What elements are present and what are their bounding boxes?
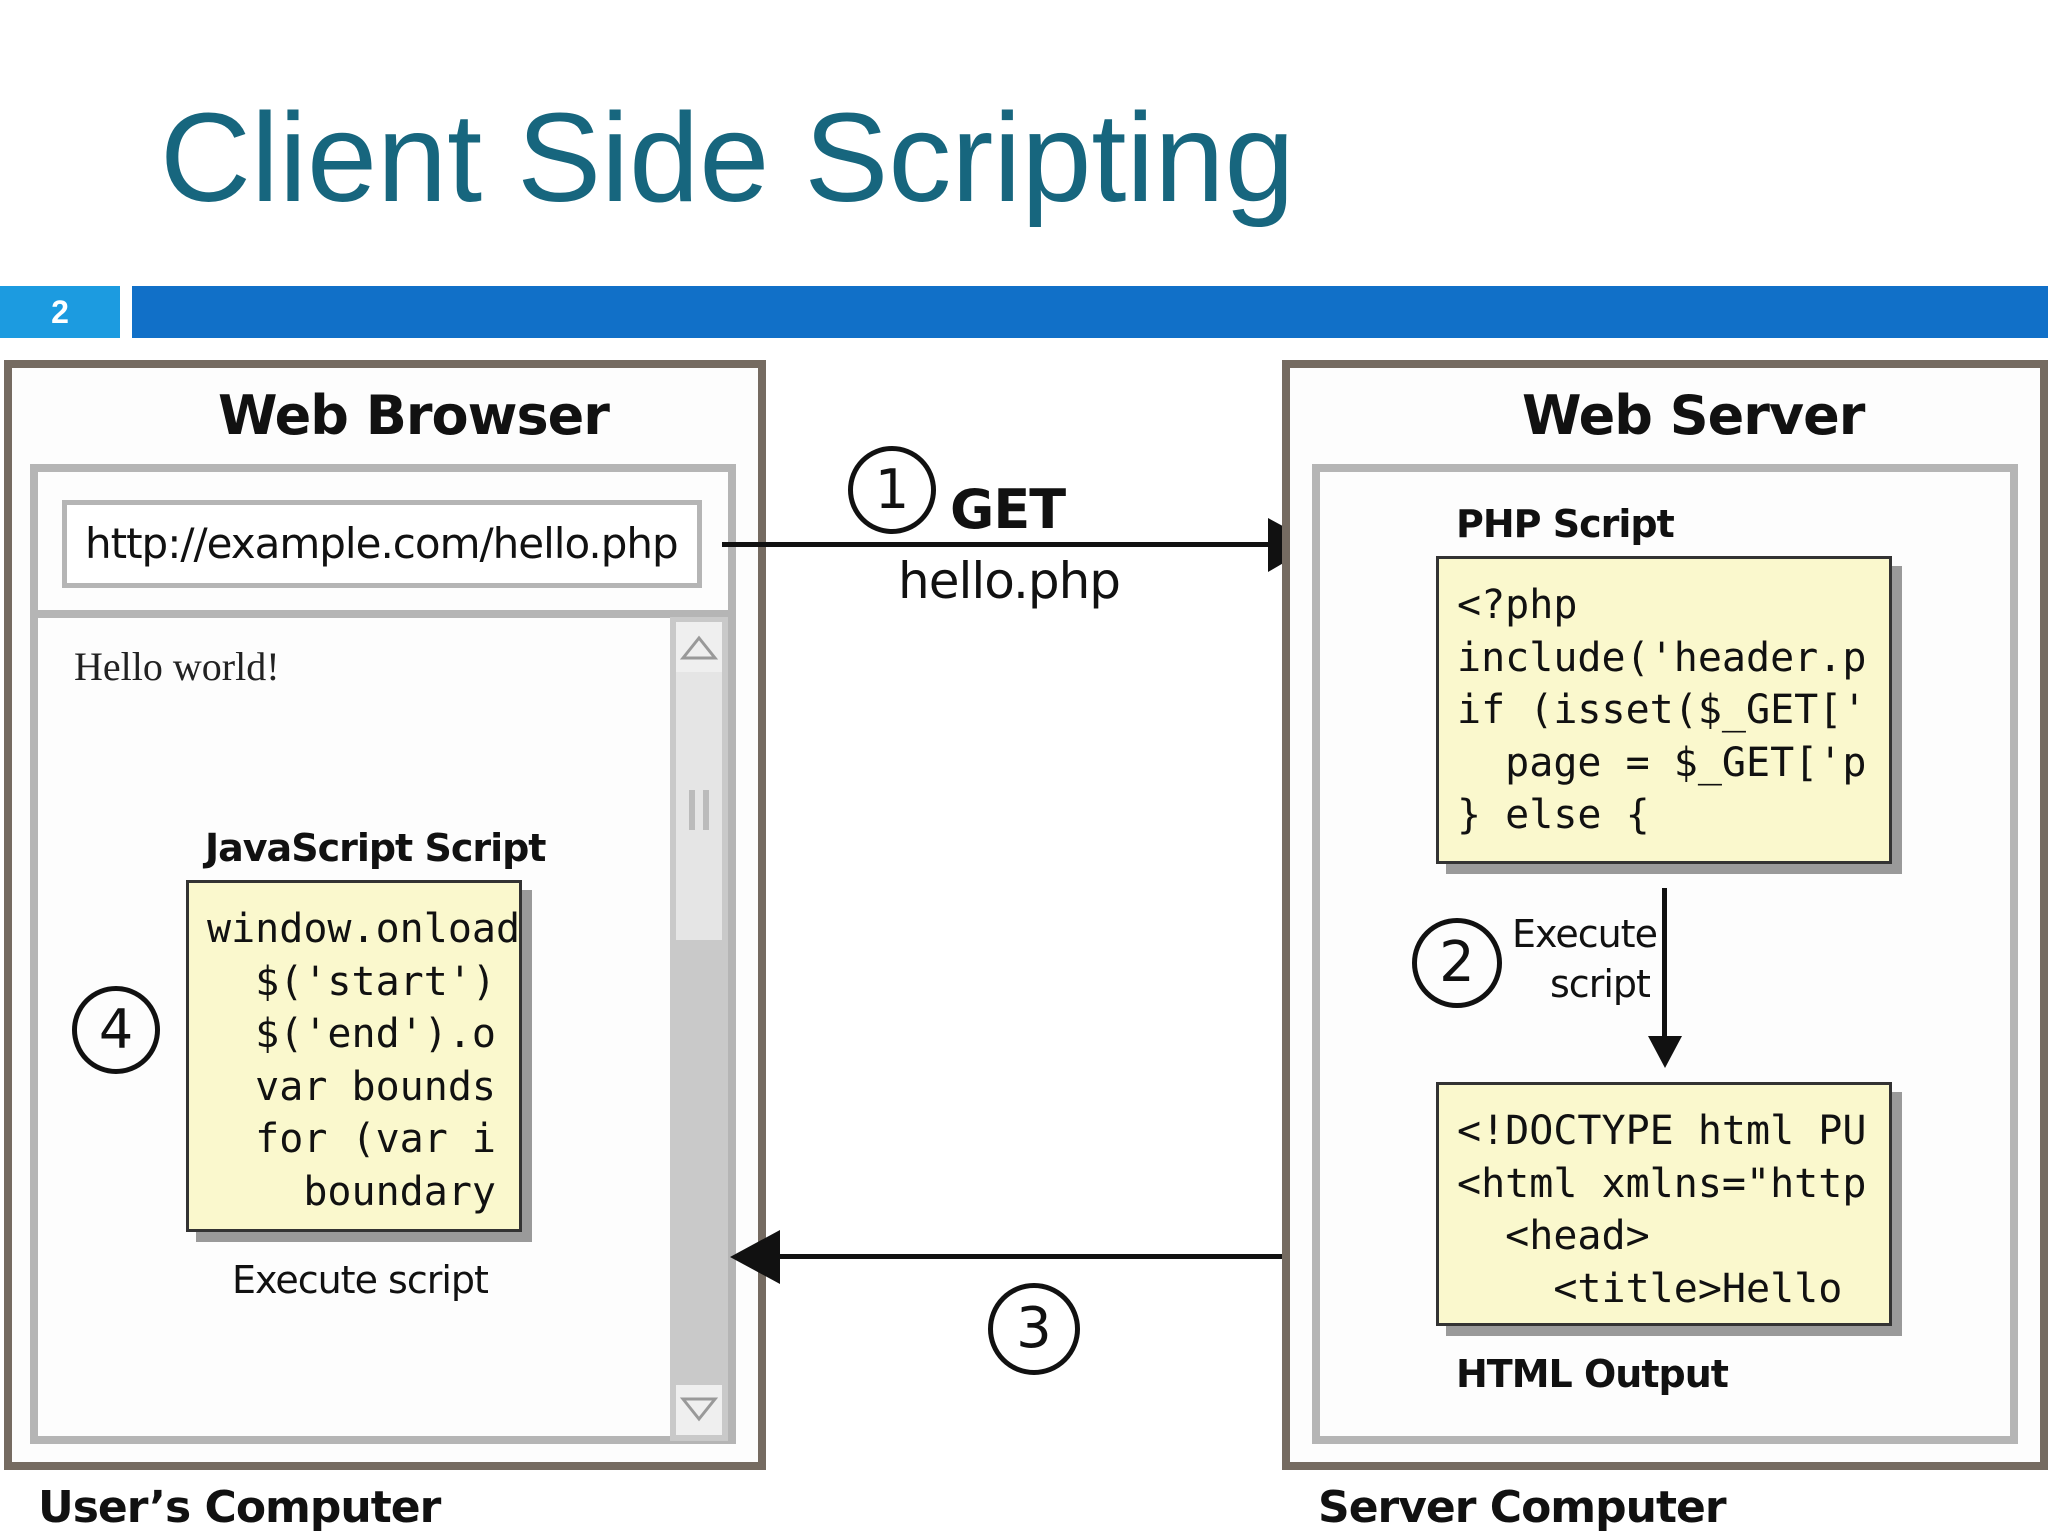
code-line: $('start') <box>207 958 496 1005</box>
step-4-circle: 4 <box>72 986 160 1074</box>
get-label: GET <box>950 478 1066 541</box>
address-bar[interactable]: http://example.com/hello.php <box>62 500 702 588</box>
execute-arrow-line <box>1662 888 1667 1048</box>
php-script-label: PHP Script <box>1456 502 1675 546</box>
code-line: <!DOCTYPE html PU <box>1457 1108 1867 1154</box>
code-line: <head> <box>1457 1213 1650 1259</box>
scroll-up-button[interactable] <box>676 622 722 672</box>
javascript-script-label: JavaScript Script <box>205 826 546 870</box>
scroll-grip-icon <box>689 790 695 830</box>
javascript-code-box: window.onload $('start') $('end').o var … <box>186 880 522 1232</box>
scroll-thumb[interactable] <box>676 672 722 940</box>
step-3-circle: 3 <box>988 1283 1080 1375</box>
step-2-circle: 2 <box>1412 918 1502 1008</box>
chevron-down-icon <box>679 1397 719 1422</box>
title-divider-bar <box>132 286 2048 338</box>
step-1-circle: 1 <box>848 446 936 534</box>
requested-file-label: hello.php <box>898 552 1121 610</box>
code-line: <html xmlns="http <box>1457 1160 1867 1207</box>
code-line: $('end').o <box>207 1011 496 1057</box>
get-request-arrow-line <box>722 542 1280 547</box>
code-line: for (var i <box>207 1116 496 1162</box>
code-line: } else { <box>1457 792 1650 838</box>
code-line: <?php <box>1457 582 1578 628</box>
arrow-left-icon <box>730 1230 780 1284</box>
code-line: boundary <box>207 1168 496 1215</box>
code-line: <title>Hello <box>1457 1265 1843 1312</box>
web-server-heading: Web Server <box>1522 384 1865 447</box>
execute-script-label: Execute script <box>232 1258 489 1302</box>
code-line: if (isset($_GET[' <box>1457 687 1867 733</box>
code-line: page = $_GET['p <box>1457 739 1867 786</box>
server-computer-label: Server Computer <box>1318 1482 1727 1533</box>
html-output-code-box: <!DOCTYPE html PU <html xmlns="http <hea… <box>1436 1082 1892 1326</box>
slide-title: Client Side Scripting <box>160 87 1295 228</box>
address-bar-divider <box>38 610 728 618</box>
php-code-box: <?php include('header.p if (isset($_GET[… <box>1436 556 1892 864</box>
users-computer-label: User’s Computer <box>38 1482 441 1533</box>
html-output-label: HTML Output <box>1456 1352 1729 1396</box>
script-label: script <box>1550 962 1651 1006</box>
code-line: window.onload <box>207 906 521 952</box>
response-arrow-line <box>770 1254 1406 1259</box>
code-line: var bounds <box>207 1063 496 1110</box>
scroll-down-button[interactable] <box>676 1385 722 1435</box>
arrow-down-icon <box>1648 1036 1682 1068</box>
slide-number: 2 <box>0 286 120 338</box>
code-line: include('header.p <box>1457 634 1867 681</box>
scroll-grip-icon <box>703 790 709 830</box>
chevron-up-icon <box>679 635 719 660</box>
page-content-text: Hello world! <box>74 644 280 689</box>
web-browser-heading: Web Browser <box>218 384 610 447</box>
execute-label: Execute <box>1512 912 1658 956</box>
